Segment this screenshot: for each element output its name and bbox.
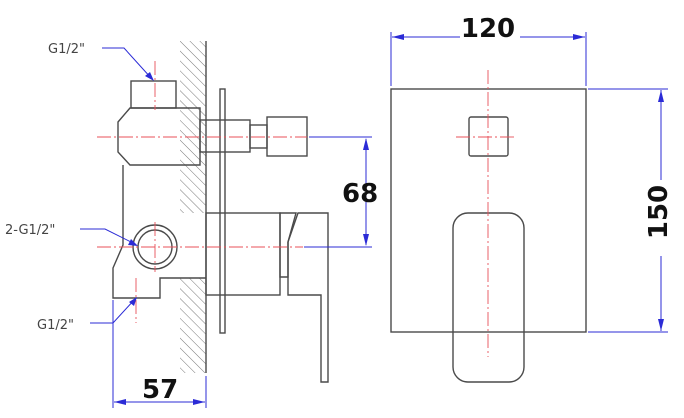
cover-plate-front (390, 88, 587, 333)
diverter-stem-step (249, 124, 268, 149)
handle-lever-side (287, 212, 329, 383)
wall-hatch (180, 41, 207, 373)
diverter-knob-front (468, 116, 509, 157)
dimension-57-text: 57 (142, 375, 178, 405)
leader-bottom-outlet: G1/2" (37, 297, 137, 333)
dimension-120: 120 (390, 14, 587, 86)
label-top-inlet: G1/2" (48, 42, 85, 57)
handle-body (205, 212, 281, 296)
dimension-150: 150 (588, 88, 674, 333)
cover-plate-side (219, 88, 226, 334)
dimension-68: 68 (304, 136, 378, 248)
dimension-57: 57 (112, 300, 207, 408)
dimension-120-text: 120 (461, 14, 515, 44)
side-view: G1/2" 2-G1/2" G1/2" 68 57 (5, 41, 378, 408)
handle-lever-front (452, 212, 525, 383)
diverter-knob (266, 116, 308, 157)
top-inlet (130, 80, 177, 109)
label-side-outlets: 2-G1/2" (5, 223, 55, 238)
dimension-68-text: 68 (342, 179, 378, 209)
label-bottom-outlet: G1/2" (37, 318, 74, 333)
diverter-body (117, 107, 201, 166)
leader-top-inlet: G1/2" (48, 42, 154, 81)
leader-side-outlets: 2-G1/2" (5, 223, 138, 246)
dimension-150-text: 150 (644, 185, 674, 239)
valve-body (112, 165, 206, 299)
front-view: 120 150 (390, 14, 674, 383)
